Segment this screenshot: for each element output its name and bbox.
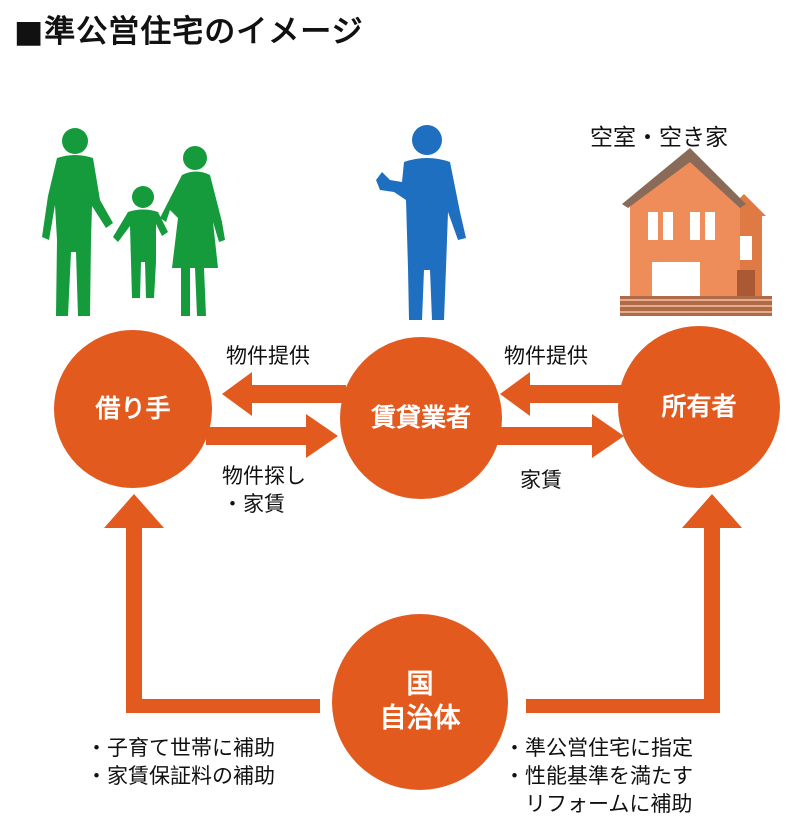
arrow-gov-to-owner: [526, 494, 742, 713]
label-owner-to-agent: 物件提供: [504, 344, 588, 368]
arrow-agent-to-borrower: [222, 372, 346, 416]
node-government-line2: 自治体: [379, 703, 461, 734]
label-agent-to-borrower: 物件提供: [226, 344, 310, 368]
house-caption: 空室・空き家: [590, 125, 728, 151]
arrow-gov-to-borrower: [104, 494, 320, 713]
label-borrower-to-agent: 物件探し ・家賃: [222, 462, 306, 518]
node-borrower: 借り手: [54, 330, 212, 488]
support-left-item: ・家賃保証料の補助: [86, 764, 275, 788]
family-icon: [42, 128, 225, 316]
arrow-borrower-to-agent: [206, 414, 338, 458]
flow-arrows: [206, 372, 624, 458]
house-icon: [620, 148, 772, 316]
arrow-agent-to-owner: [494, 414, 624, 458]
label-agent-to-owner: 家賃: [520, 468, 562, 492]
support-arrows: [104, 494, 742, 713]
node-government: 国 自治体: [332, 614, 508, 790]
support-right-item: ・準公営住宅に指定: [504, 736, 693, 760]
label-borrower-to-agent-line1: 物件探し: [222, 464, 306, 488]
node-agent: 賃貸業者: [340, 337, 502, 499]
support-right-item: ・性能基準を満たす: [504, 764, 693, 788]
support-right-item: リフォームに補助: [504, 792, 693, 816]
support-right-list: ・準公営住宅に指定 ・性能基準を満たす リフォームに補助: [504, 734, 693, 818]
support-left-item: ・子育て世帯に補助: [86, 736, 275, 760]
node-government-line1: 国: [406, 669, 434, 700]
node-owner-label: 所有者: [661, 392, 737, 421]
node-owner: 所有者: [618, 326, 780, 488]
label-borrower-to-agent-line2: ・家賃: [222, 492, 285, 516]
support-left-list: ・子育て世帯に補助 ・家賃保証料の補助: [86, 734, 275, 790]
node-agent-label: 賃貸業者: [370, 403, 471, 432]
agent-person-icon: [376, 125, 466, 320]
node-borrower-label: 借り手: [95, 394, 171, 423]
arrow-owner-to-agent: [500, 372, 624, 416]
page-title: ■準公営住宅のイメージ: [14, 14, 364, 50]
